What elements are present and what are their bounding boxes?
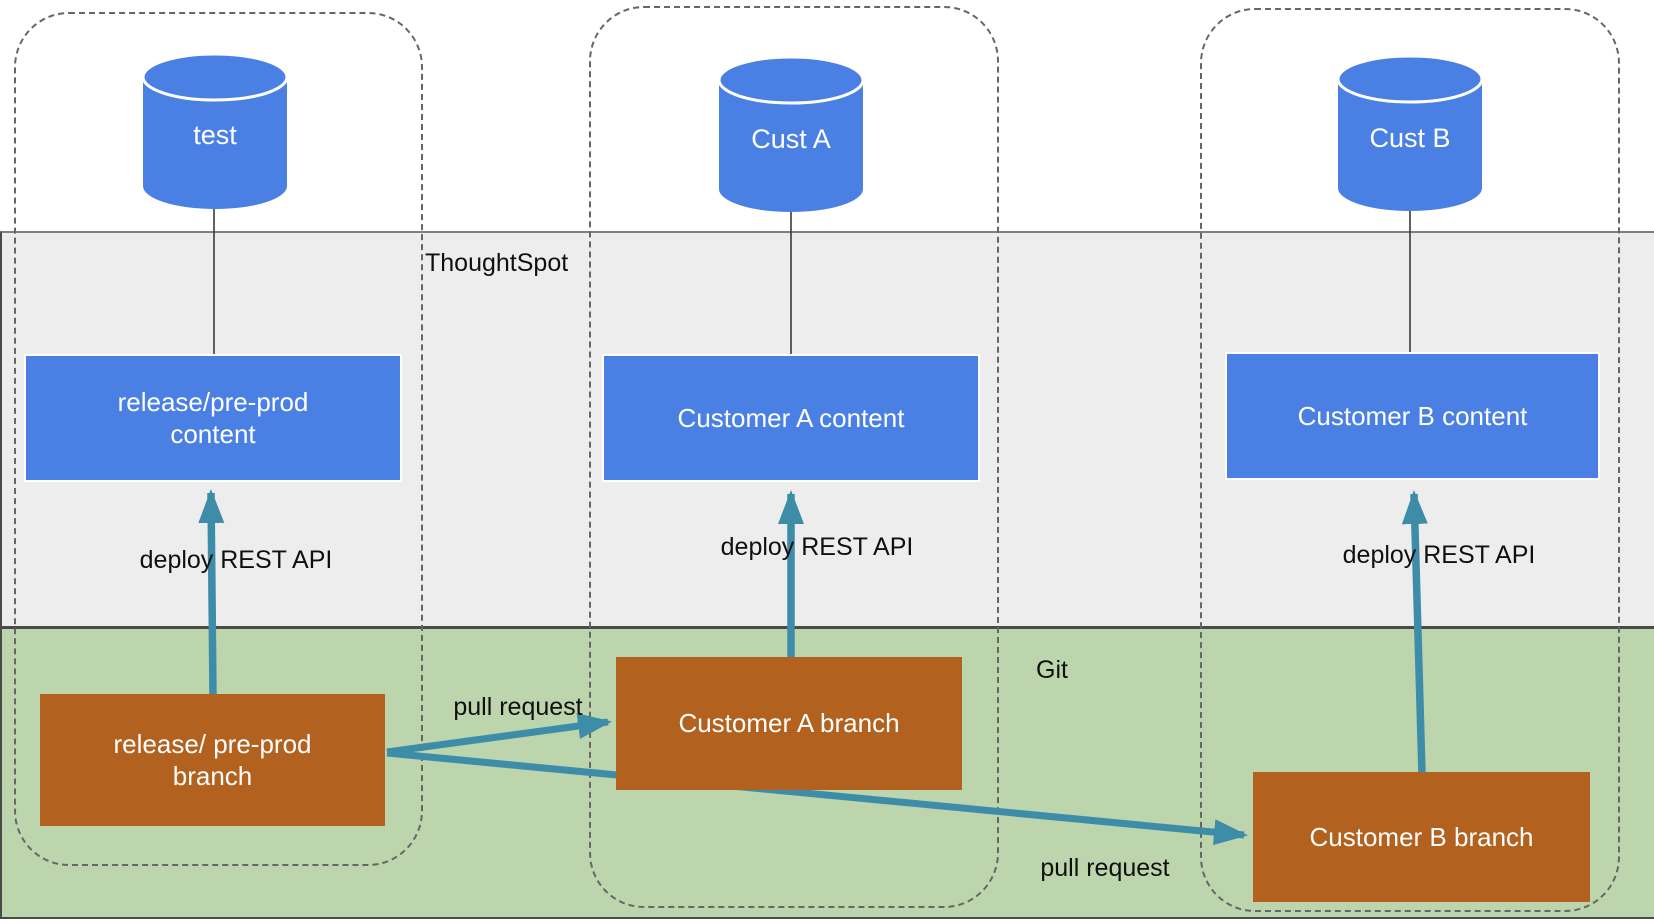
database-cylinder-customer-b bbox=[1336, 54, 1484, 211]
branch-box-customer-b: Customer B branch bbox=[1253, 772, 1590, 902]
database-cylinder-customer-a bbox=[717, 55, 865, 212]
thoughtspot-zone-label: ThoughtSpot bbox=[425, 249, 569, 277]
deploy-label-release: deploy REST API bbox=[139, 546, 333, 574]
deploy-arrow-release bbox=[198, 489, 225, 697]
lane-test bbox=[14, 12, 423, 866]
pull-request-arrow-to-b bbox=[386, 749, 1248, 846]
branch-box-customer-a: Customer A branch bbox=[616, 657, 962, 790]
branch-box-release-pre-prod: release/ pre-prod branch bbox=[40, 694, 385, 826]
content-box-label: release/pre-prod content bbox=[117, 386, 309, 450]
database-cylinder-test bbox=[141, 52, 289, 209]
content-box-label: Customer B content bbox=[1297, 400, 1528, 431]
branch-box-label: Customer B branch bbox=[1309, 821, 1534, 852]
database-label-customer-b: Cust B bbox=[1369, 123, 1451, 153]
pull-request-label-to-b: pull request bbox=[1040, 854, 1170, 882]
pull-request-arrow-to-a bbox=[386, 713, 612, 756]
pull-request-label-to-a: pull request bbox=[453, 693, 583, 721]
branch-box-label: Customer A branch bbox=[678, 708, 900, 739]
git-zone-label: Git bbox=[1036, 656, 1068, 684]
content-box-release-pre-prod: release/pre-prod content bbox=[24, 354, 402, 482]
content-box-customer-a: Customer A content bbox=[602, 354, 980, 482]
database-label-customer-a: Cust A bbox=[751, 124, 831, 154]
database-label-test: test bbox=[193, 120, 237, 150]
deploy-arrow-customer-b bbox=[1401, 490, 1428, 775]
deploy-label-customer-b: deploy REST API bbox=[1342, 541, 1536, 569]
content-box-label: Customer A content bbox=[677, 402, 905, 433]
deploy-label-customer-a: deploy REST API bbox=[720, 533, 914, 561]
content-box-customer-b: Customer B content bbox=[1225, 352, 1600, 480]
lane-customer-a bbox=[589, 6, 999, 908]
lane-customer-b bbox=[1200, 8, 1620, 912]
branch-box-label: release/ pre-prod branch bbox=[113, 728, 312, 792]
